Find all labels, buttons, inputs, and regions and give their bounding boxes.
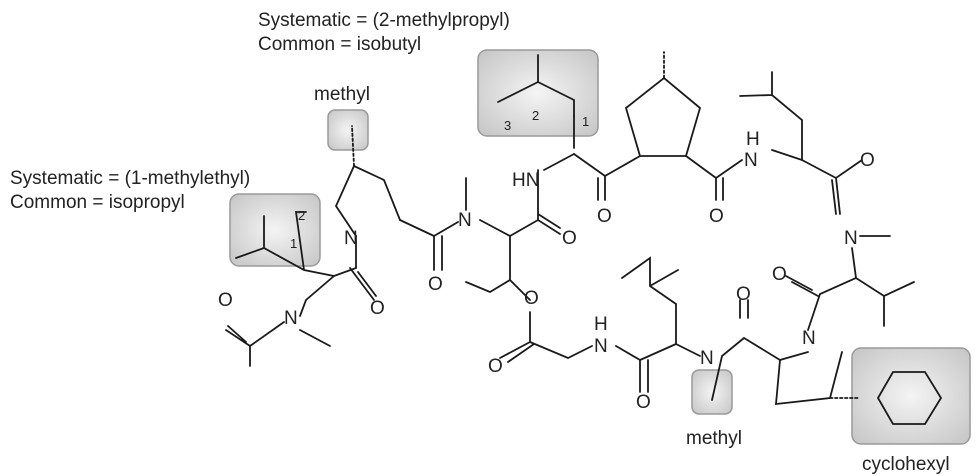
atom-n-glycine: N	[594, 336, 608, 357]
atom-o-5: O	[736, 284, 751, 305]
atom-n-bottom: N	[700, 348, 714, 369]
highlight-isobutyl	[477, 49, 599, 137]
methyl-bottom-label: methyl	[686, 428, 742, 449]
atom-o-2: O	[709, 206, 724, 227]
atom-n-proline-left: N	[344, 228, 358, 249]
isobutyl-number-1: 1	[582, 114, 589, 129]
isopropyl-number-1: 1	[290, 236, 297, 251]
atom-n-middle: N	[458, 210, 472, 231]
isopropyl-common-label: Common = isopropyl	[10, 192, 185, 213]
isopropyl-number-2: 2	[298, 208, 305, 223]
isobutyl-number-3: 3	[504, 118, 511, 133]
atom-o-4: O	[772, 264, 787, 285]
atom-o-8: O	[562, 228, 577, 249]
atom-n-top-right: N	[744, 150, 758, 171]
atom-o-9: O	[428, 274, 443, 295]
isobutyl-systematic-label: Systematic = (2-methylpropyl)	[258, 10, 510, 31]
bond-skeleton	[225, 51, 943, 425]
atom-o-3: O	[860, 150, 875, 171]
atom-o-11: O	[218, 290, 233, 311]
atom-o-6: O	[636, 392, 651, 413]
cyclohexyl-label: cyclohexyl	[862, 454, 950, 475]
atom-o-10: O	[370, 298, 385, 319]
atom-h-top: H	[746, 129, 760, 150]
atom-o-7: O	[488, 356, 503, 377]
atom-n-proline-right: N	[802, 328, 816, 349]
methyl-top-label: methyl	[314, 84, 370, 105]
highlight-cyclohexyl	[851, 347, 971, 445]
isobutyl-common-label: Common = isobutyl	[258, 34, 421, 55]
atom-o-1: O	[597, 206, 612, 227]
atom-h-bottom: H	[594, 314, 608, 335]
atom-n-acetamide: N	[284, 308, 298, 329]
atom-n-right: N	[844, 228, 858, 249]
atom-hn-top: HN	[512, 170, 539, 191]
annotations: Systematic = (2-methylpropyl) Common = i…	[10, 10, 950, 475]
isobutyl-number-2: 2	[532, 108, 539, 123]
isopropyl-systematic-label: Systematic = (1-methylethyl)	[10, 168, 250, 189]
highlight-methyl-top	[327, 109, 369, 151]
atom-labels: HN O O H N O N O O N N O H N O O O N O N…	[218, 129, 875, 413]
carbon-numbering: 3 2 1 2 1	[290, 108, 589, 251]
highlight-methyl-bottom	[691, 369, 733, 415]
atom-o-ester: O	[524, 288, 539, 309]
